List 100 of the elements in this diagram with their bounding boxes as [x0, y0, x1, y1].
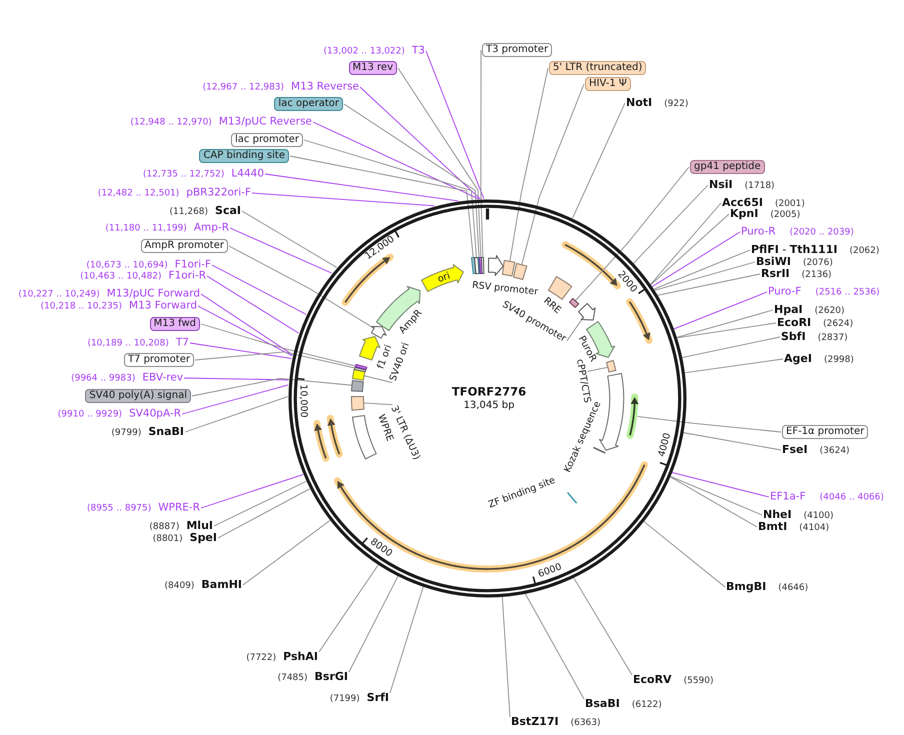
- site-position: (2837): [818, 334, 848, 343]
- feature-label: f1 ori: [376, 344, 394, 370]
- feature-tag: lac promoter: [231, 133, 303, 147]
- leader-line: [214, 480, 307, 526]
- leader-line: [212, 264, 307, 315]
- feature-label: WPRE: [376, 413, 394, 443]
- leader-line: [192, 378, 353, 396]
- primer-position: (10,673 .. 10,694): [86, 262, 168, 270]
- leader-line: [194, 351, 356, 368]
- leader-line: [671, 472, 770, 498]
- feature-block: [351, 368, 367, 382]
- enzyme-name: BamHI: [201, 579, 242, 590]
- leader-line: [670, 476, 762, 516]
- leader-line: [348, 576, 398, 672]
- leader-line: [643, 520, 726, 588]
- feature-tag: SV40 poly(A) signal: [85, 389, 191, 403]
- leader-line: [200, 294, 293, 356]
- leader-line: [480, 50, 484, 258]
- leader-line: [398, 68, 482, 258]
- site-position: (8801): [152, 535, 183, 544]
- primer-position: (11,180 .. 11,199): [105, 224, 187, 234]
- leader-line: [676, 322, 776, 338]
- leader-line: [684, 358, 784, 374]
- plasmid-backbone: [288, 198, 686, 598]
- site-position: (2001): [774, 200, 805, 209]
- site-position: (4100): [804, 512, 834, 521]
- enzyme-name: NotI: [626, 97, 652, 108]
- primer-position: (12,967 .. 12,983): [202, 84, 284, 92]
- pointed-block: [576, 302, 597, 321]
- pointed-block: [598, 372, 626, 452]
- feature-block: [350, 395, 365, 412]
- leader-line: [650, 214, 730, 286]
- leader-line: [633, 184, 708, 264]
- leader-line: [198, 306, 293, 356]
- enzyme-name: PshAI: [283, 651, 318, 662]
- leader-line: [318, 564, 379, 652]
- feature-label: ori: [436, 270, 452, 284]
- pointed-block: [370, 325, 388, 340]
- leader-line: [682, 432, 782, 450]
- feature-tag: EF-1α promoter: [782, 425, 868, 439]
- site-position: (2624): [823, 320, 854, 329]
- leader-line: [682, 336, 780, 358]
- primer-name: EF1a-F: [770, 492, 806, 502]
- enzyme-name: SnaBI: [148, 426, 184, 437]
- site-position: (2005): [770, 211, 800, 220]
- site-position: (1718): [744, 182, 775, 191]
- primer-name: F1ori-F: [174, 260, 211, 270]
- primer-position: (13,002 .. 13,022): [323, 48, 405, 56]
- enzyme-name: SbfI: [781, 331, 806, 342]
- leader-line: [290, 156, 474, 258]
- feature-label: RSV promoter: [472, 280, 538, 298]
- site-position: (6122): [632, 701, 662, 710]
- feature-block: [350, 378, 366, 393]
- site-position: (2076): [802, 259, 833, 268]
- leader-line: [521, 84, 584, 265]
- leader-line: [200, 474, 304, 508]
- primer-name: F1ori-R: [168, 270, 206, 281]
- leader-line: [184, 396, 288, 432]
- enzyme-name: MluI: [186, 520, 213, 531]
- primer-name: M13/pUC Forward: [106, 288, 200, 299]
- leader-line: [206, 276, 300, 334]
- scale-number: 6000: [536, 562, 563, 580]
- primer-position: (9910 .. 9929): [58, 410, 122, 420]
- feature-tag: gp41 peptide: [690, 160, 765, 174]
- leader-line: [364, 375, 393, 384]
- enzyme-name: HpaI: [774, 304, 803, 315]
- site-position: (9799): [111, 429, 142, 438]
- leader-line: [654, 262, 756, 291]
- enzyme-name: RsrII: [761, 268, 790, 279]
- feature-stripe: [354, 363, 368, 372]
- primer-name: T7: [176, 338, 189, 348]
- enzyme-name: EcoRI: [777, 317, 812, 328]
- leader-line: [670, 476, 758, 528]
- enzyme-name: FseI: [782, 444, 808, 455]
- feature-stripe: [568, 296, 580, 308]
- enzyme-name: AgeI: [784, 353, 812, 364]
- plasmid-name: TFORF2776: [452, 386, 526, 398]
- primer-position: (12,482 .. 12,501): [98, 190, 180, 198]
- site-position: (4104): [799, 524, 830, 533]
- feature-block: [604, 359, 618, 374]
- primer-name: M13 Reverse: [291, 82, 359, 92]
- leader-line: [200, 324, 356, 366]
- leader-line: [524, 593, 584, 700]
- primer-name: EBV-rev: [142, 372, 183, 383]
- leader-line: [242, 520, 330, 586]
- primer-position: (2516 .. 2536): [815, 288, 880, 298]
- feature-tag: lac operator: [274, 97, 343, 111]
- primer-name: L4440: [231, 168, 264, 179]
- leader-line: [636, 416, 782, 432]
- enzyme-name: BsiWI: [756, 256, 791, 267]
- primer-name: Puro-R: [741, 226, 776, 237]
- primer-name: T3: [412, 46, 425, 56]
- leader-line: [586, 366, 608, 372]
- site-position: (7485): [278, 674, 308, 683]
- leader-line: [573, 577, 632, 676]
- site-position: (11,268): [170, 208, 208, 217]
- pointed-block: [358, 335, 382, 362]
- feature-tag: CAP binding site: [199, 149, 289, 163]
- leader-line: [650, 202, 722, 285]
- site-position: (8409): [164, 582, 194, 591]
